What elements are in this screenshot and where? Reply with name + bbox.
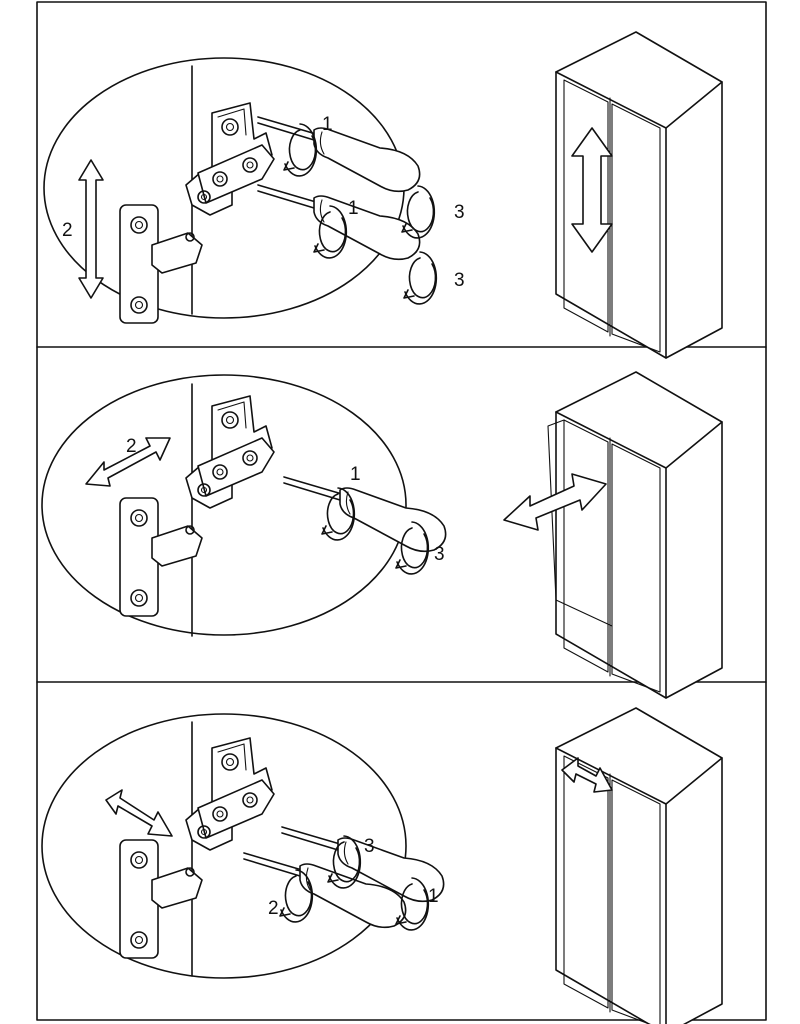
hinge-top xyxy=(119,102,275,324)
callout-1: 1 xyxy=(428,886,439,907)
callout-2: 2 xyxy=(126,436,137,457)
zoom-ellipse-bottom xyxy=(41,713,407,979)
callout-2: 2 xyxy=(62,220,73,241)
callout-1b: 1 xyxy=(348,198,359,219)
panel-top: 1 3 1 3 2 xyxy=(43,31,723,359)
hinge-middle xyxy=(119,395,275,617)
vertical-arrow-icon xyxy=(78,159,104,299)
cabinet-bottom xyxy=(555,707,723,1024)
rotate-arrow-icon xyxy=(279,869,314,923)
panel-middle: 1 3 2 xyxy=(41,371,723,699)
callout-3: 3 xyxy=(364,836,375,857)
panel-bottom: 3 1 2 xyxy=(41,707,723,1024)
cabinet-horizontal-arrow-icon xyxy=(561,757,613,793)
callout-2: 2 xyxy=(268,898,279,919)
callout-3: 3 xyxy=(434,544,445,565)
cabinet-middle xyxy=(555,371,723,699)
callout-1: 1 xyxy=(350,464,361,485)
horizontal-arrow-icon xyxy=(105,789,173,837)
callout-3: 3 xyxy=(454,202,465,223)
zoom-ellipse-middle xyxy=(41,374,407,636)
horizontal-arrow-icon xyxy=(85,437,171,487)
cabinet-top xyxy=(555,31,723,359)
callout-1: 1 xyxy=(322,114,333,135)
screwdriver-3 xyxy=(283,476,447,553)
cabinet-horizontal-arrow-icon xyxy=(503,473,607,531)
hinge-bottom xyxy=(119,737,275,959)
cabinet-vertical-arrow-icon xyxy=(571,127,613,253)
screwdriver-1 xyxy=(257,116,421,193)
outer-frame xyxy=(36,1,767,1021)
callout-3b: 3 xyxy=(454,270,465,291)
rotate-arrow-icon xyxy=(403,251,438,305)
